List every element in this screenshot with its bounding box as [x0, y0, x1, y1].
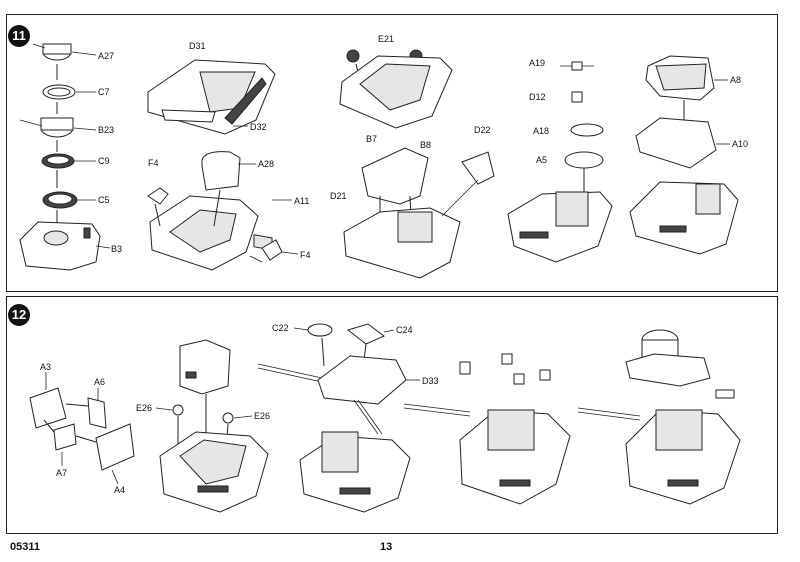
part-label-a19: A19	[529, 58, 546, 68]
superstructure-a5-a18	[507, 61, 613, 263]
part-label-d32: D32	[250, 122, 267, 132]
part-label-d12: D12	[529, 92, 546, 102]
part-label-a3: A3	[40, 362, 52, 372]
part-label-b7: B7	[366, 134, 378, 144]
kit-code: 05311	[10, 541, 40, 553]
step-11-leaders	[71, 51, 730, 255]
part-label-e26-left: E26	[136, 403, 153, 413]
part-label-a10: A10	[732, 139, 749, 149]
part-label-d31: D31	[189, 41, 206, 51]
part-label-d21: D21	[330, 191, 347, 201]
part-label-a5: A5	[536, 155, 548, 165]
part-label-d22: D22	[474, 125, 491, 135]
part-label-f4-bottom: F4	[300, 250, 311, 260]
part-label-c22: C22	[272, 323, 289, 333]
part-label-f4-top: F4	[148, 158, 159, 168]
final-bridge-assembly	[577, 329, 741, 505]
step-12-panel	[6, 296, 778, 534]
main-guns-d33	[257, 323, 411, 513]
page-number: 13	[380, 541, 393, 553]
step-12-leaders	[45, 327, 420, 485]
part-label-a28: A28	[258, 159, 275, 169]
part-label-b8: B8	[420, 140, 432, 150]
part-label-a8: A8	[730, 75, 742, 85]
wall-panels-assembly	[29, 387, 135, 471]
part-label-a6: A6	[94, 377, 106, 387]
part-label-a11: A11	[294, 196, 310, 206]
part-label-c9: C9	[98, 156, 110, 166]
step-12-badge: 12	[8, 304, 30, 326]
part-label-a7: A7	[56, 468, 68, 478]
part-label-a27: A27	[98, 51, 115, 61]
superstructure-with-masts	[403, 353, 571, 505]
part-label-c24: C24	[396, 325, 413, 335]
part-label-a4: A4	[114, 485, 126, 495]
turret-stack-assembly	[19, 43, 101, 271]
part-label-b23: B23	[98, 125, 115, 135]
bridge-deck-a8-a10	[629, 55, 739, 255]
step-11-badge: 11	[8, 25, 30, 47]
part-label-e21: E21	[378, 34, 395, 44]
part-label-c5: C5	[98, 195, 110, 205]
part-label-c7: C7	[98, 87, 110, 97]
step-11-panel	[6, 14, 778, 292]
tower-with-e26	[159, 339, 269, 513]
part-label-d33: D33	[422, 376, 439, 386]
part-label-a18: A18	[533, 126, 550, 136]
part-label-b3: B3	[111, 244, 123, 254]
part-label-e26-right: E26	[254, 411, 271, 421]
deck-piece-d31-d32	[147, 59, 283, 271]
bridge-assembly	[339, 49, 495, 279]
